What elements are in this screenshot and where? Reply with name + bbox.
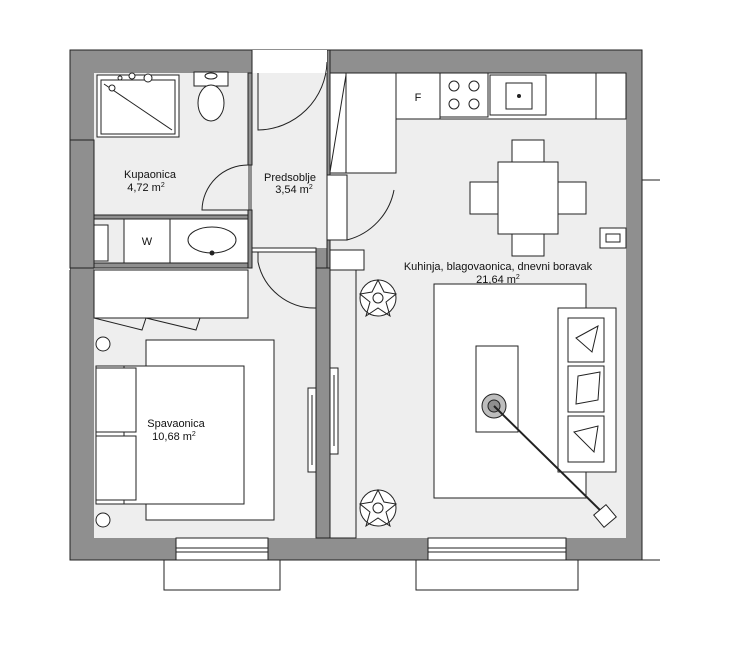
sink-basin: [187, 226, 237, 254]
wardrobe-door: [329, 74, 347, 173]
kitchen-side-cabinet: [345, 72, 397, 174]
chair-top: [511, 139, 545, 163]
chair-right: [557, 181, 587, 215]
entrance-opening: [252, 50, 327, 73]
bedroom: Spavaonica 10,68 m2: [93, 269, 317, 528]
laundry-bed-wall: [93, 262, 253, 269]
living-name: Kuhinja, blagovaonica, dnevni boravak: [404, 261, 593, 273]
sofa-cushion-3: [567, 415, 605, 463]
left-edge-gap: [66, 140, 70, 270]
bath-hall-wall-top: [247, 72, 253, 166]
windows: [70, 537, 642, 591]
sofa-cushion-2: [567, 365, 605, 413]
bath-hall-wall-bottom: [247, 209, 253, 269]
washer-label: W: [142, 236, 153, 248]
pillow-1: [95, 367, 137, 433]
bedroom-window-sill: [163, 559, 281, 591]
hallway-name: Predsoblje: [264, 172, 316, 184]
hall-floor-lower: [252, 250, 316, 270]
shelf: [93, 224, 109, 262]
hallway-floor: [252, 73, 327, 248]
interior-walls: [93, 49, 627, 539]
bathroom: Kupaonica 4,72 m2: [96, 71, 249, 211]
living: Kuhinja, blagovaonica, dnevni boravak 21…: [329, 261, 617, 539]
bed-living-wall: [315, 267, 331, 539]
bathroom-door-swing: [201, 164, 249, 211]
cooktop: [439, 72, 489, 118]
living-door-swing: [346, 175, 395, 241]
living-window: [427, 537, 567, 561]
hallway: Predsoblje 3,54 m2: [251, 72, 395, 309]
wardrobe: [93, 269, 249, 319]
bath-laundry-wall: [93, 214, 253, 220]
fridge-label: F: [415, 92, 422, 104]
bathroom-name: Kupaonica: [124, 169, 177, 181]
chair-bottom: [511, 233, 545, 257]
laundry: W: [93, 218, 249, 264]
dining: [469, 139, 587, 257]
chair-left: [469, 181, 499, 215]
living-area: 21,64 m2: [476, 274, 520, 286]
nightstand-lamp-2: [95, 512, 111, 528]
pillar-inner: [605, 233, 621, 243]
bedroom-window: [175, 537, 269, 561]
coffee-table: [475, 345, 519, 433]
floor-lamp-arm: [493, 405, 605, 515]
tall-cabinet: [595, 72, 627, 120]
toilet-bowl: [197, 84, 225, 122]
living-window-sill: [415, 559, 579, 591]
plant-icon-2: [358, 488, 398, 528]
entrance-door-swing: [257, 61, 328, 131]
bedroom-door-swing: [257, 252, 317, 309]
wardrobe-doors: [93, 317, 248, 331]
fridge: [395, 72, 441, 120]
bathroom-area: 4,72 m2: [127, 182, 165, 194]
entrance-door: [251, 50, 328, 131]
pillow-2: [95, 435, 137, 501]
plant-icon: [358, 278, 398, 318]
bedroom-name: Spavaonica: [147, 418, 205, 430]
left-wall-lower: [69, 139, 95, 269]
floor-lamp-head: [593, 504, 617, 528]
nightstand-lamp-1: [95, 336, 111, 352]
sofa-cushion-1: [567, 317, 605, 363]
kitchen: F: [345, 72, 627, 174]
living-door-frame: [326, 174, 348, 241]
column: [329, 249, 365, 271]
hallway-area: 3,54 m2: [275, 184, 313, 196]
dining-table: [497, 161, 559, 235]
bedroom-area: 10,68 m2: [152, 431, 196, 443]
